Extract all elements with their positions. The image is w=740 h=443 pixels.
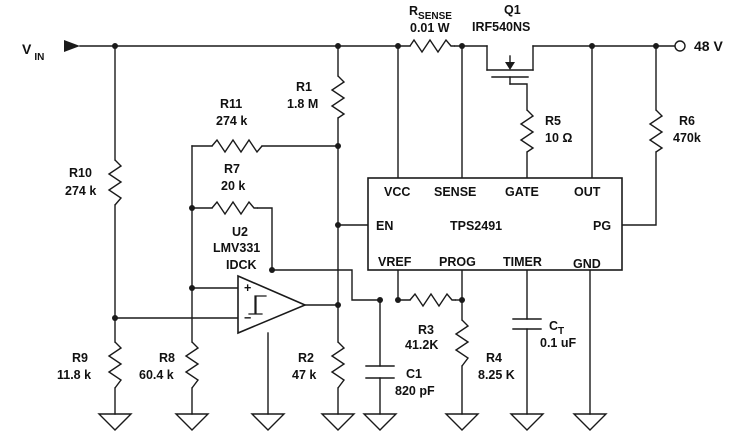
wiring bbox=[79, 45, 676, 415]
resistor-r3 bbox=[409, 292, 456, 308]
mosfet-q1 bbox=[486, 55, 534, 85]
r3-value: 41.2K bbox=[405, 338, 438, 352]
c1-name: C1 bbox=[406, 367, 422, 381]
r8-name: R8 bbox=[159, 351, 175, 365]
r7-value: 20 k bbox=[221, 179, 245, 193]
r2-value: 47 k bbox=[292, 368, 316, 382]
resistor-r9 bbox=[107, 341, 123, 389]
r4-value: 8.25 K bbox=[478, 368, 515, 382]
capacitors bbox=[365, 318, 542, 379]
q1-name: Q1 bbox=[504, 3, 521, 17]
resistor-rsense bbox=[409, 38, 455, 54]
resistor-r11 bbox=[211, 138, 263, 154]
resistor-r5 bbox=[519, 109, 535, 153]
pin-sense: SENSE bbox=[434, 185, 476, 199]
junction-dots bbox=[112, 43, 659, 321]
capacitor-ct bbox=[512, 318, 542, 330]
rsense-name: RSENSE bbox=[409, 4, 452, 22]
resistor-r2 bbox=[330, 341, 346, 389]
r11-name: R11 bbox=[220, 97, 242, 111]
ic-name: TPS2491 bbox=[450, 219, 502, 233]
ct-value: 0.1 uF bbox=[540, 336, 576, 350]
pin-out: OUT bbox=[574, 185, 601, 199]
capacitor-c1 bbox=[365, 365, 395, 379]
resistor-r7 bbox=[211, 200, 258, 216]
ground-icon bbox=[250, 413, 286, 431]
tps2491-body bbox=[367, 177, 623, 271]
ground-icon bbox=[97, 413, 133, 431]
u2-name: U2 bbox=[232, 225, 248, 239]
r1-value: 1.8 M bbox=[287, 97, 318, 111]
u2-pkg: IDCK bbox=[226, 258, 257, 272]
pin-vref: VREF bbox=[378, 255, 412, 269]
r9-value: 11.8 k bbox=[57, 368, 91, 382]
ground-icon bbox=[444, 413, 480, 431]
resistor-r6 bbox=[648, 109, 664, 153]
resistor-r1 bbox=[330, 75, 346, 119]
pin-pg: PG bbox=[593, 219, 611, 233]
u2-part: LMV331 bbox=[213, 241, 260, 255]
ground-icon bbox=[174, 413, 210, 431]
ground-symbols bbox=[97, 413, 608, 431]
output-terminal-icon bbox=[674, 40, 686, 52]
pin-timer: TIMER bbox=[503, 255, 542, 269]
ct-name: CT bbox=[549, 319, 564, 337]
rsense-value: 0.01 W bbox=[410, 21, 450, 35]
pin-gnd: GND bbox=[573, 257, 601, 271]
pin-gate: GATE bbox=[505, 185, 539, 199]
ground-icon bbox=[320, 413, 356, 431]
resistor-r10 bbox=[107, 159, 123, 206]
r5-name: R5 bbox=[545, 114, 561, 128]
resistors bbox=[107, 38, 664, 389]
r6-value: 470k bbox=[673, 131, 701, 145]
r8-value: 60.4 k bbox=[139, 368, 174, 382]
vin-label: VIN bbox=[22, 41, 44, 63]
r10-name: R10 bbox=[69, 166, 92, 180]
r2-name: R2 bbox=[298, 351, 314, 365]
r9-name: R9 bbox=[72, 351, 88, 365]
pin-en: EN bbox=[376, 219, 393, 233]
resistor-r8 bbox=[184, 341, 200, 389]
r5-value: 10 Ω bbox=[545, 131, 572, 145]
hysteresis-icon bbox=[248, 295, 267, 315]
r3-name: R3 bbox=[418, 323, 434, 337]
pin-vcc: VCC bbox=[384, 185, 410, 199]
comparator-u2 bbox=[237, 274, 308, 335]
r10-value: 274 k bbox=[65, 184, 96, 198]
vout-label: 48 V bbox=[694, 38, 723, 54]
opamp-plus: + bbox=[244, 281, 251, 295]
resistor-r4 bbox=[454, 319, 470, 367]
mosfet-arrow bbox=[505, 62, 515, 70]
q1-part: IRF540NS bbox=[472, 20, 530, 34]
r6-name: R6 bbox=[679, 114, 695, 128]
opamp-minus: − bbox=[244, 311, 251, 325]
vin-arrow-icon bbox=[64, 40, 80, 52]
r1-name: R1 bbox=[296, 80, 312, 94]
r7-name: R7 bbox=[224, 162, 240, 176]
r11-value: 274 k bbox=[216, 114, 247, 128]
c1-value: 820 pF bbox=[395, 384, 435, 398]
ground-icon bbox=[572, 413, 608, 431]
pin-prog: PROG bbox=[439, 255, 476, 269]
ground-icon bbox=[509, 413, 545, 431]
r4-name: R4 bbox=[486, 351, 502, 365]
ground-icon bbox=[362, 413, 398, 431]
